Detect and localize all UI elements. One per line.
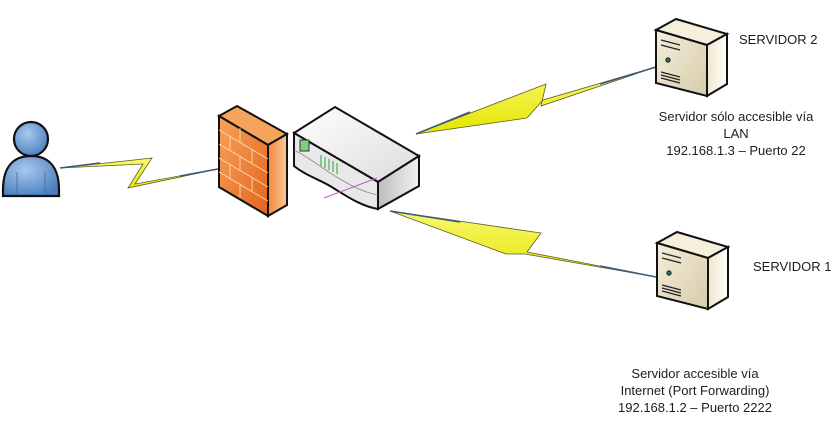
server2-desc-line-2: LAN (723, 126, 749, 141)
lightning-icon (389, 210, 657, 278)
user-icon[interactable] (1, 120, 61, 198)
link-router-server2 (415, 66, 657, 135)
link-user-firewall (59, 157, 219, 189)
server2-desc-line-1: Servidor sólo accesible vía (658, 109, 814, 124)
server1-icon[interactable] (654, 230, 731, 311)
link-router-server1 (389, 210, 657, 278)
server2-description: Servidor sólo accesible vía LAN 192.168.… (650, 108, 822, 159)
server2-name-label: SERVIDOR 2 (739, 32, 818, 47)
server1-description: Servidor accesible vía Internet (Port Fo… (600, 365, 790, 416)
server1-name-label: SERVIDOR 1 (753, 259, 832, 274)
server2-desc-line-3: 192.168.1.3 – Puerto 22 (666, 143, 806, 158)
server2-icon[interactable] (653, 17, 730, 98)
server1-desc-line-2: Internet (Port Forwarding) (620, 383, 770, 398)
router-icon[interactable] (292, 105, 421, 211)
server1-desc-line-1: Servidor accesible vía (631, 366, 759, 381)
firewall-icon[interactable] (216, 104, 290, 218)
server1-desc-line-3: 192.168.1.2 – Puerto 2222 (618, 400, 772, 415)
lightning-icon (415, 66, 657, 135)
